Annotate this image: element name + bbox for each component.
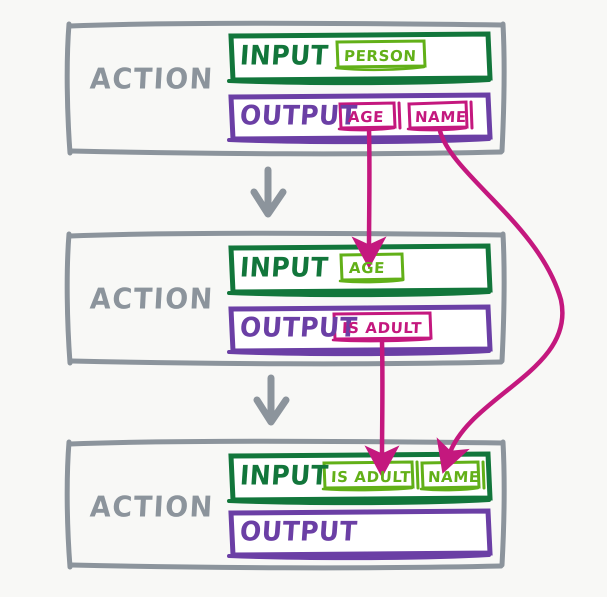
input-box-2-border	[228, 243, 493, 295]
output-box-3-underline	[227, 553, 491, 561]
step-arrow-2	[253, 374, 290, 426]
tag-person-chip	[334, 39, 427, 72]
flow-arrow-name	[436, 128, 565, 474]
output-box-3-border	[228, 508, 493, 558]
action-block-1-frame	[64, 20, 507, 157]
input-box-3-underline	[227, 498, 491, 506]
input-box-1-underline	[227, 78, 491, 86]
output-box-1-underline	[227, 137, 491, 145]
input-box-3-border	[228, 451, 493, 503]
output-box-2-underline	[227, 349, 491, 357]
action-block-2-frame	[64, 230, 507, 367]
step-arrow-1	[250, 166, 287, 218]
action-block-3-frame	[64, 438, 507, 571]
input-box-2-underline	[227, 290, 491, 298]
